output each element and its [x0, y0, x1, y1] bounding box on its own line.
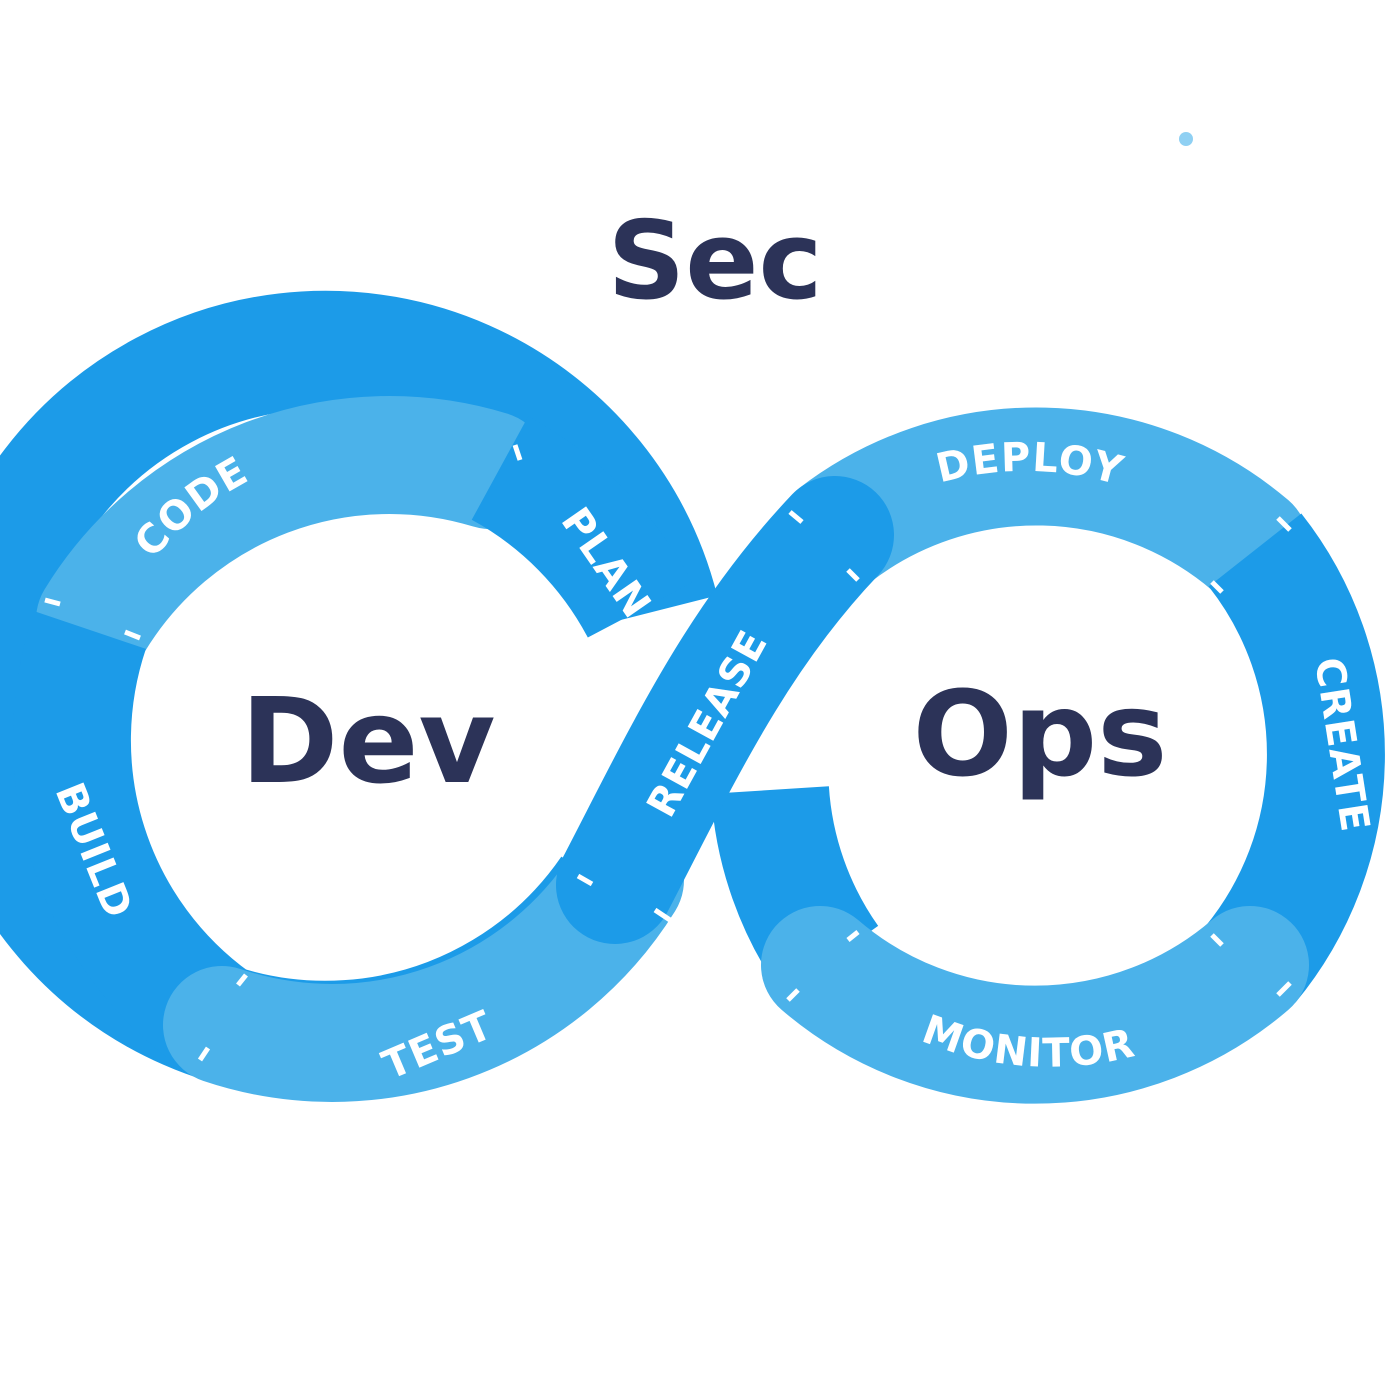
word-dev: Dev [241, 672, 496, 810]
word-ops: Ops [912, 665, 1167, 803]
segment-plan [470, 416, 693, 639]
segment-dividers [44, 444, 1292, 1062]
word-sec: Sec [607, 199, 822, 324]
segment-create [1203, 513, 1385, 1003]
segment-deploy [776, 407, 1309, 604]
segment-code [36, 396, 549, 679]
segment-monitor [761, 906, 1309, 1104]
segment-release [556, 476, 894, 944]
accent-dot [1179, 132, 1193, 146]
segment-build [12, 611, 251, 1068]
